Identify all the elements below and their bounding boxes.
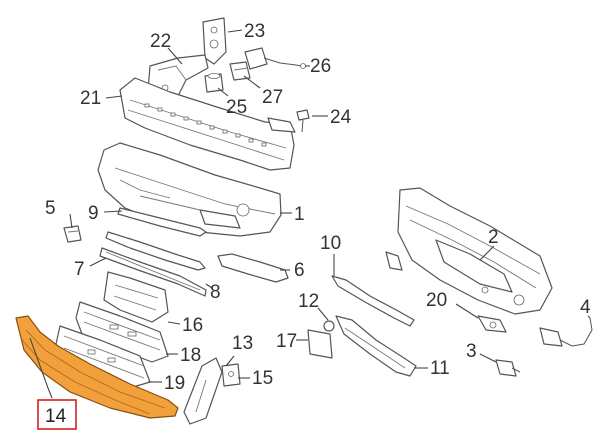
part-13-bracket[interactable] [183, 357, 223, 425]
label-24: 24 [330, 107, 352, 128]
part-12-cap[interactable] [323, 320, 335, 332]
label-4: 4 [580, 297, 591, 318]
part-25-grommet[interactable] [204, 73, 224, 93]
label-13: 13 [232, 333, 253, 354]
part-9-trim-strip[interactable] [117, 207, 207, 237]
part-8-lower-strip[interactable] [99, 247, 207, 297]
part-1-bumper-cover[interactable] [97, 142, 282, 237]
part-7-grille-trim[interactable] [105, 231, 206, 271]
label-19: 19 [164, 373, 185, 394]
part-24-screw[interactable] [296, 109, 310, 133]
part-26-sensor[interactable] [244, 47, 306, 70]
label-22: 22 [150, 31, 171, 52]
label-3: 3 [466, 341, 477, 362]
label-6: 6 [294, 260, 305, 281]
label-12: 12 [298, 291, 319, 312]
label-26: 26 [310, 56, 331, 77]
callout-labels: 23 22 26 27 25 24 21 1 5 9 7 8 6 16 18 1… [45, 21, 591, 394]
carrier-holes [144, 103, 267, 147]
label-14: 14 [45, 406, 67, 427]
label-8: 8 [210, 282, 221, 303]
label-21: 21 [80, 88, 101, 109]
label-17: 17 [276, 331, 297, 352]
label-25: 25 [226, 97, 247, 118]
part-15-bracket[interactable] [221, 363, 241, 387]
part-16-license-plate-holder[interactable] [103, 271, 169, 323]
label-20: 20 [426, 290, 447, 311]
label-7: 7 [74, 259, 85, 280]
label-23: 23 [244, 21, 265, 42]
part-5-clip[interactable] [63, 225, 82, 243]
highlight-box [37, 399, 77, 430]
part-3-bracket[interactable] [495, 359, 521, 377]
part-27-clip[interactable] [229, 61, 251, 81]
label-5: 5 [45, 198, 56, 219]
part-4-connector[interactable] [539, 317, 593, 347]
label-18: 18 [180, 345, 201, 366]
label-11: 11 [430, 358, 450, 379]
part-23-bracket[interactable] [202, 17, 227, 65]
label-1: 1 [294, 204, 305, 225]
label-15: 15 [252, 368, 273, 389]
label-2: 2 [488, 227, 499, 248]
part-2-bumper-assembly[interactable] [385, 187, 553, 315]
callout-14-highlight[interactable]: 14 [37, 399, 77, 430]
label-9: 9 [88, 203, 99, 224]
part-11-lower-trim[interactable] [335, 315, 417, 377]
part-10-trim-strip[interactable] [331, 275, 415, 327]
part-6-side-trim[interactable] [217, 253, 289, 283]
part-17-plate[interactable] [307, 329, 333, 359]
part-21-bumper-carrier[interactable] [119, 77, 296, 171]
part-20-fog-cover[interactable] [477, 315, 507, 333]
part-18-inlet-grille[interactable] [75, 301, 169, 363]
label-16: 16 [182, 315, 203, 336]
part-14-lower-spoiler[interactable] [15, 315, 179, 419]
label-27: 27 [262, 87, 283, 108]
label-10: 10 [320, 233, 341, 254]
leader-lines [29, 29, 591, 399]
